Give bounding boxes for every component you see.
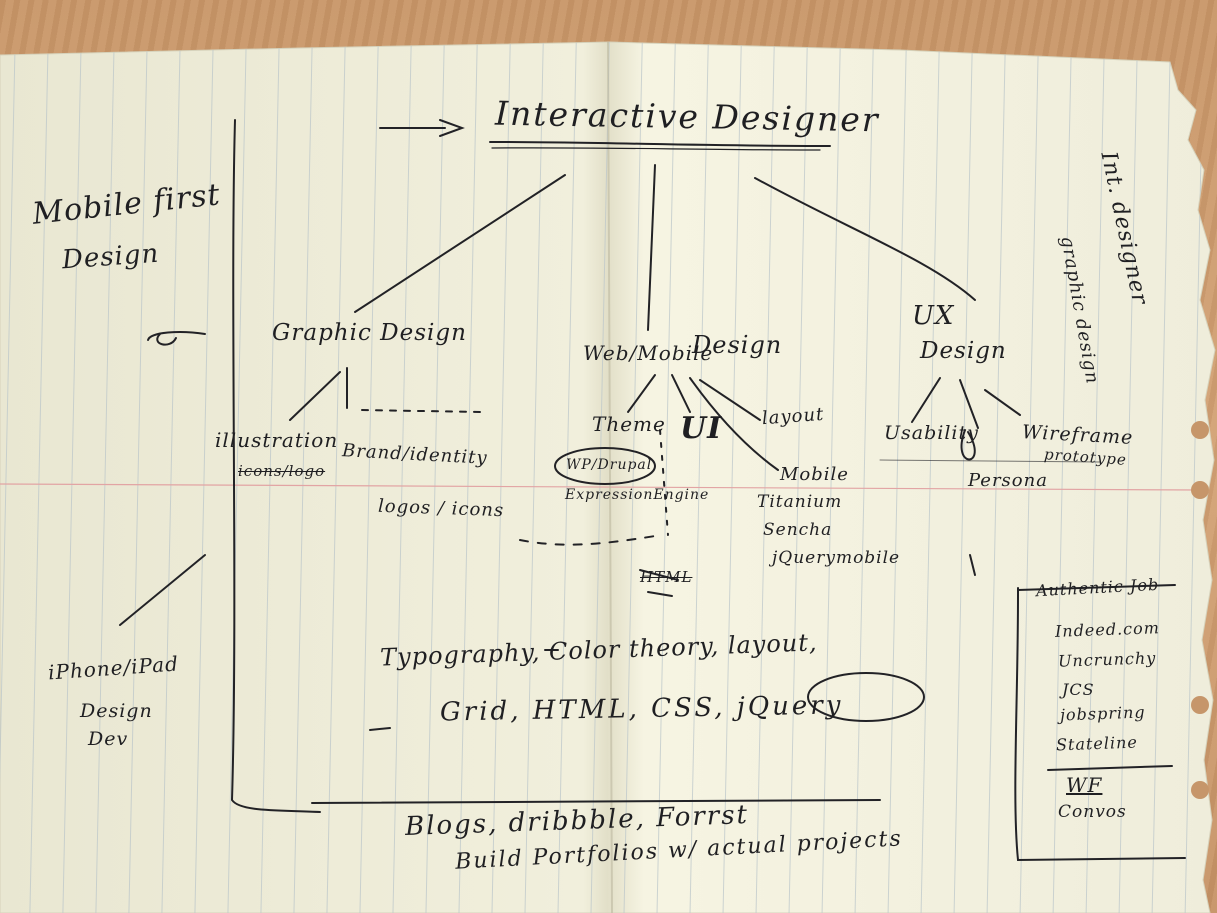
logos-icons-node: logos / icons <box>377 495 505 522</box>
branch-line-ux <box>754 177 976 301</box>
persona-node: Persona <box>968 470 1048 491</box>
job-site-item: JCS <box>1062 680 1095 699</box>
icons-logo-struck-note: icons/logo <box>238 462 326 480</box>
graphic-design-node: Graphic Design <box>272 320 467 346</box>
job-site-item: Indeed.com <box>1054 618 1161 641</box>
ui-node: UI <box>680 411 723 446</box>
expressionengine-node: ExpressionEngine <box>565 487 710 503</box>
job-site-item: jobspring <box>1059 702 1146 725</box>
branch-line-graphic <box>354 174 566 313</box>
job-site-item: Uncrunchy <box>1057 648 1157 671</box>
ipad-design-label: Design <box>80 700 153 722</box>
big-left-bracket <box>230 119 321 813</box>
margin-red-line <box>0 483 1201 491</box>
web-design-node: Design <box>692 331 783 359</box>
branch-line-web <box>647 164 656 331</box>
titanium-node: Titanium <box>757 492 843 512</box>
paper-fold-crease <box>607 41 613 913</box>
title-interactive-designer: Interactive Designer <box>494 93 880 140</box>
ruled-lines <box>0 42 1215 913</box>
skills-line-2: Grid, HTML, CSS, jQuery <box>439 690 844 728</box>
layout-node: layout <box>761 403 825 430</box>
wp-drupal-circle <box>554 447 656 485</box>
ipad-arrow-line <box>119 554 206 626</box>
web-mobile-node: Web/Mobile <box>583 341 714 365</box>
binder-holes <box>1191 421 1209 799</box>
jquery-circle <box>807 672 925 722</box>
mobile-node: Mobile <box>780 464 849 485</box>
arrow-head <box>439 119 465 137</box>
pen-strokes <box>119 119 1186 862</box>
sencha-node: Sencha <box>763 520 833 540</box>
usability-node: Usability <box>884 422 979 444</box>
job-site-item: Stateline <box>1055 732 1139 755</box>
html-struck-note: HTML <box>640 568 693 586</box>
ux-design-node: Design <box>920 338 1007 364</box>
design-label-left: Design <box>61 238 161 276</box>
illustration-node: illustration <box>215 428 339 452</box>
wf-label: WF <box>1066 773 1103 797</box>
ipad-dev-label: Dev <box>88 728 129 750</box>
jquerymobile-node: jQuerymobile <box>772 548 901 568</box>
convos-label: Convos <box>1058 802 1127 822</box>
wp-drupal-node: WP/Drupal <box>566 457 653 473</box>
ux-node: UX <box>912 301 955 331</box>
theme-node: Theme <box>592 412 666 436</box>
